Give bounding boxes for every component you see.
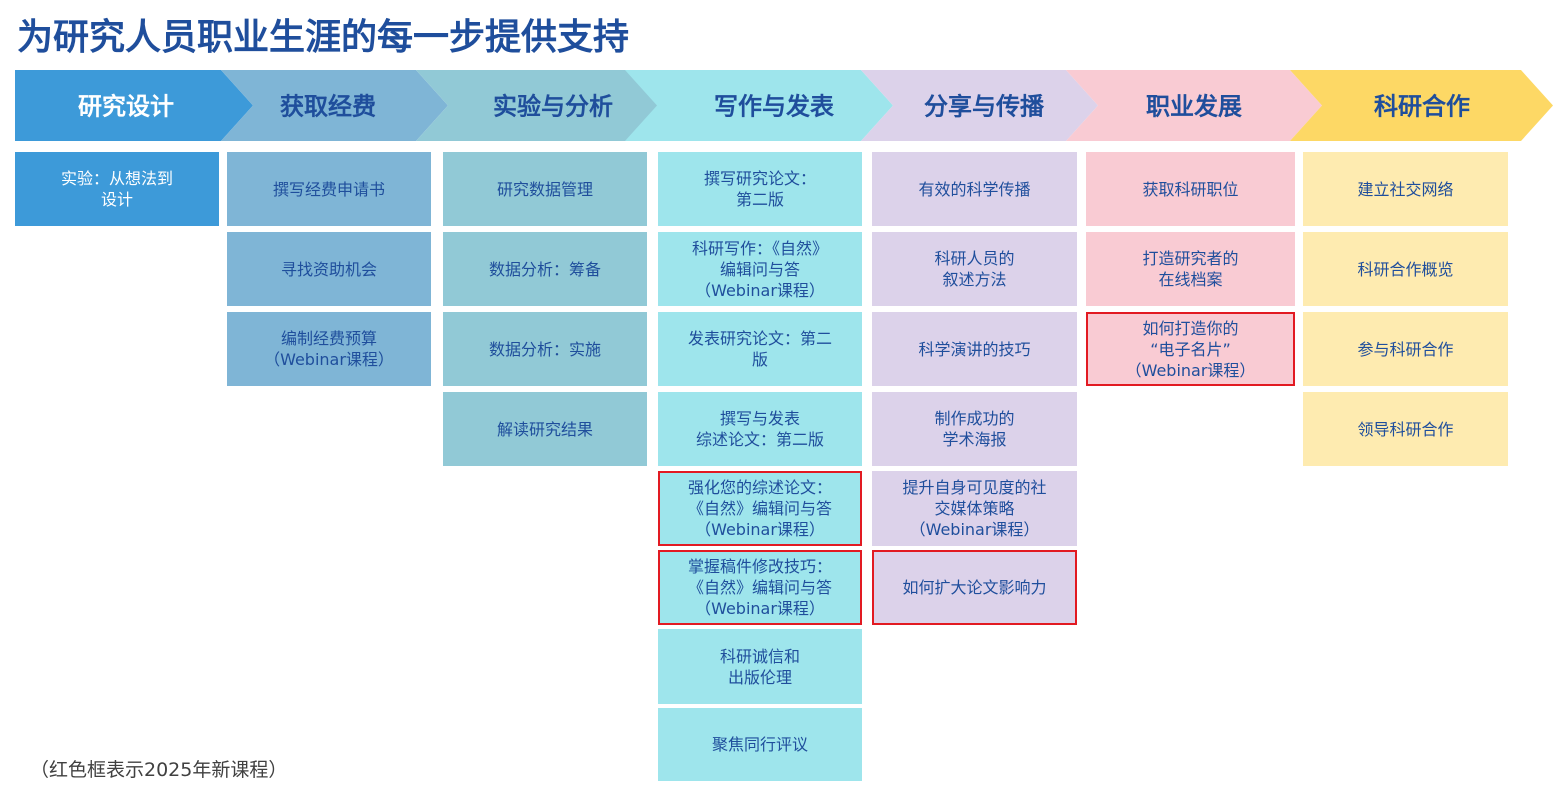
course-cell: 参与科研合作 [1303, 312, 1508, 386]
course-cell: 实验：从想法到 设计 [15, 152, 219, 226]
course-cell: 科研人员的 叙述方法 [872, 232, 1077, 306]
course-cell: 掌握稿件修改技巧： 《自然》编辑问与答 （Webinar课程） [658, 550, 862, 625]
course-cell: 有效的科学传播 [872, 152, 1077, 226]
course-cell: 领导科研合作 [1303, 392, 1508, 466]
course-cell: 数据分析：筹备 [443, 232, 647, 306]
course-cell: 寻找资助机会 [227, 232, 431, 306]
course-cell: 数据分析：实施 [443, 312, 647, 386]
course-cell: 聚焦同行评议 [658, 708, 862, 781]
stage-chevron-3 [416, 70, 658, 141]
stage-label-7: 科研合作 [1374, 93, 1470, 121]
course-cell: 如何扩大论文影响力 [872, 550, 1077, 625]
stage-chevron-2 [221, 70, 448, 141]
course-cell: 打造研究者的 在线档案 [1086, 232, 1295, 306]
stage-chevron-5 [861, 70, 1098, 141]
stage-label-6: 职业发展 [1146, 93, 1242, 121]
course-cell: 解读研究结果 [443, 392, 647, 466]
course-cell: 制作成功的 学术海报 [872, 392, 1077, 466]
course-cell: 建立社交网络 [1303, 152, 1508, 226]
course-cell: 如何打造你的 “电子名片” （Webinar课程） [1086, 312, 1295, 386]
course-cell: 获取科研职位 [1086, 152, 1295, 226]
course-cell: 撰写研究论文： 第二版 [658, 152, 862, 226]
stage-chevron-4 [625, 70, 893, 141]
page-title: 为研究人员职业生涯的每一步提供支持 [17, 17, 630, 58]
course-cell: 科学演讲的技巧 [872, 312, 1077, 386]
course-cell: 强化您的综述论文： 《自然》编辑问与答 （Webinar课程） [658, 471, 862, 546]
stage-chevron-7 [1290, 70, 1553, 141]
stage-label-4: 写作与发表 [714, 93, 835, 121]
course-cell: 科研诚信和 出版伦理 [658, 629, 862, 704]
stage-label-5: 分享与传播 [924, 93, 1045, 121]
course-cell: 编制经费预算 （Webinar课程） [227, 312, 431, 386]
stage-label-2: 获取经费 [280, 93, 376, 121]
footnote: （红色框表示2025年新课程） [30, 759, 288, 781]
stage-chevron-1 [15, 70, 253, 141]
stage-label-1: 研究设计 [78, 93, 174, 121]
course-cell: 撰写经费申请书 [227, 152, 431, 226]
stage-chevron-6 [1066, 70, 1322, 141]
course-cell: 科研合作概览 [1303, 232, 1508, 306]
stage-label-3: 实验与分析 [493, 93, 613, 121]
course-cell: 发表研究论文：第二 版 [658, 312, 862, 386]
course-cell: 提升自身可见度的社 交媒体策略 （Webinar课程） [872, 471, 1077, 546]
course-cell: 科研写作：《自然》 编辑问与答 （Webinar课程） [658, 232, 862, 306]
course-cell: 研究数据管理 [443, 152, 647, 226]
course-cell: 撰写与发表 综述论文：第二版 [658, 392, 862, 466]
